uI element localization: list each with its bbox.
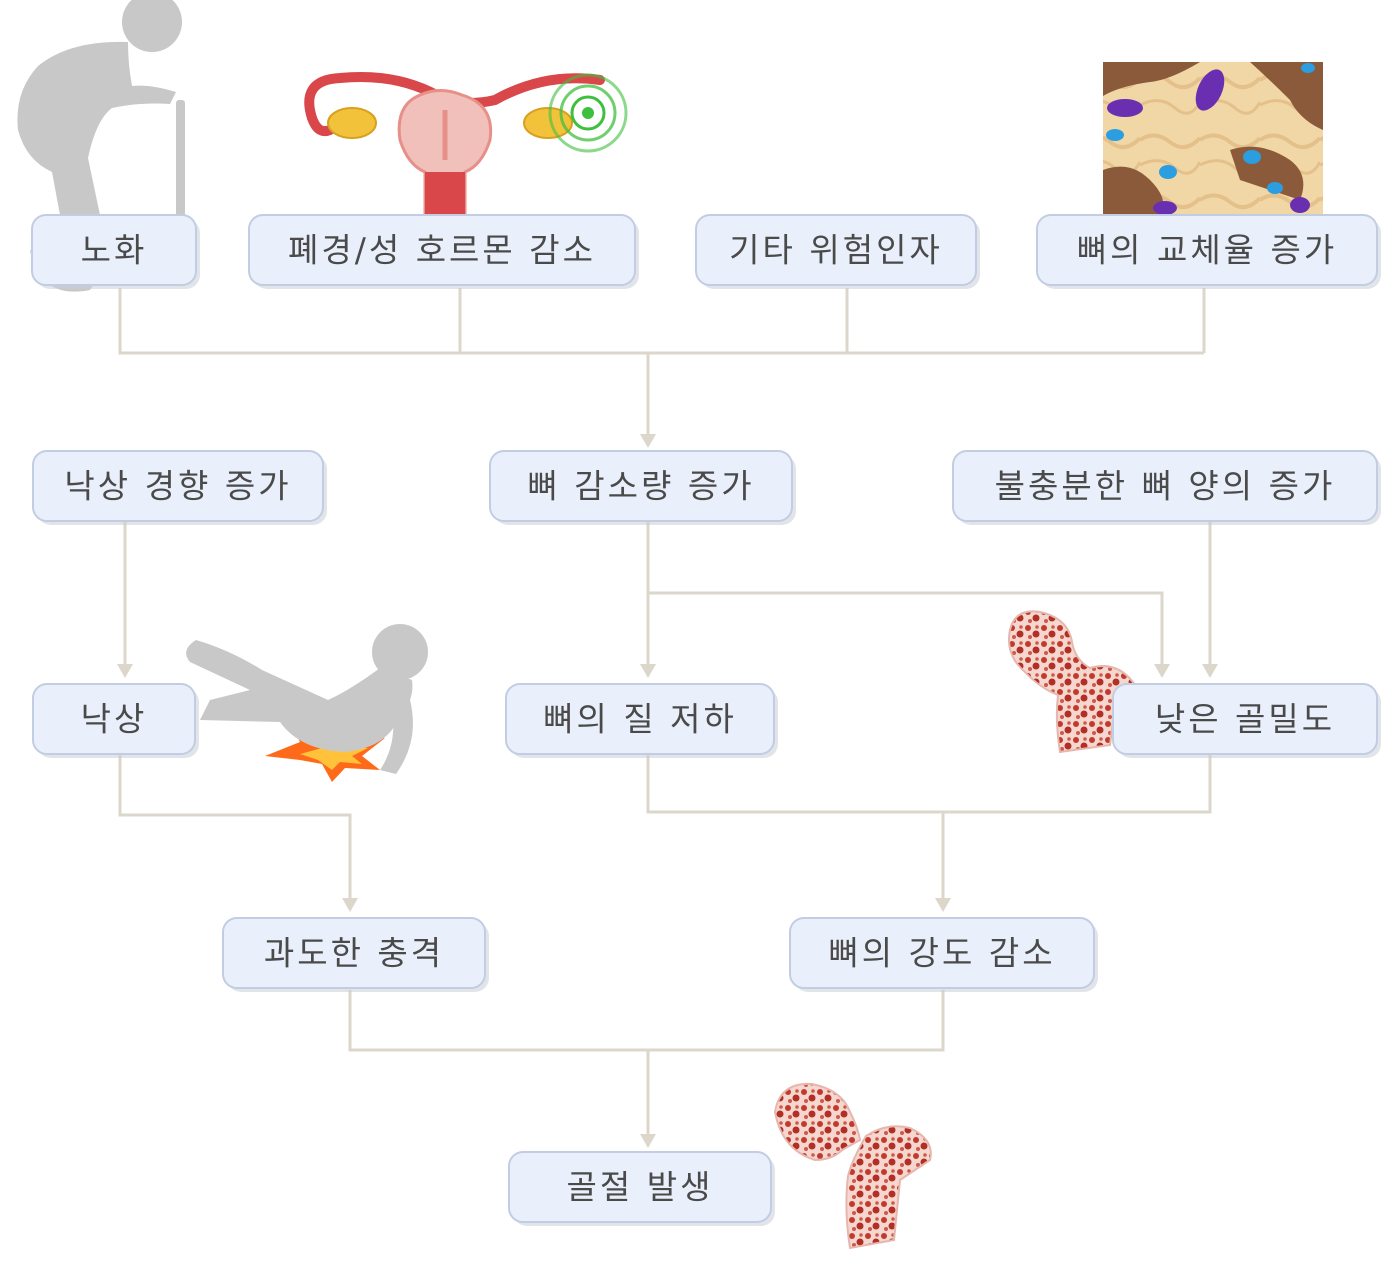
node-low-density-label: 낮은 골밀도 <box>1155 700 1335 739</box>
node-aging: 노화 <box>31 214 200 289</box>
node-fall-tendency-label: 낙상 경향 증가 <box>64 467 291 506</box>
bone-tissue-icon <box>1103 62 1323 215</box>
uterus-icon <box>304 71 628 217</box>
node-excess-impact: 과도한 충격 <box>222 917 489 992</box>
node-menopause: 폐경/성 호르몬 감소 <box>248 214 639 289</box>
node-bone-quality-label: 뼈의 질 저하 <box>543 700 737 739</box>
node-bone-strength-label: 뼈의 강도 감소 <box>828 934 1055 973</box>
node-fracture-label: 골절 발생 <box>567 1168 714 1207</box>
node-bone-turnover: 뼈의 교체율 증가 <box>1036 214 1381 289</box>
falling-person-icon <box>186 624 428 782</box>
node-bone-loss: 뼈 감소량 증가 <box>489 450 796 525</box>
node-menopause-label: 폐경/성 호르몬 감소 <box>288 231 596 270</box>
node-bone-quality: 뼈의 질 저하 <box>505 683 778 758</box>
node-fall-tendency: 낙상 경향 증가 <box>32 450 327 525</box>
node-other-risk-label: 기타 위험인자 <box>729 231 943 270</box>
femur-bone-icon <box>1008 610 1137 754</box>
connectors <box>117 288 1218 1148</box>
node-excess-impact-label: 과도한 충격 <box>264 934 444 973</box>
node-bone-turnover-label: 뼈의 교체율 증가 <box>1077 231 1338 270</box>
node-fall: 낙상 <box>32 683 199 758</box>
node-bone-strength: 뼈의 강도 감소 <box>789 917 1098 992</box>
fractured-femur-icon <box>773 1082 932 1250</box>
node-insufficient-bone: 불충분한 뼈 양의 증가 <box>952 450 1381 525</box>
node-bone-loss-label: 뼈 감소량 증가 <box>527 467 754 506</box>
node-low-density: 낮은 골밀도 <box>1112 683 1381 758</box>
node-fracture: 골절 발생 <box>508 1151 775 1226</box>
node-other-risk: 기타 위험인자 <box>695 214 980 289</box>
node-insufficient-bone-label: 불충분한 뼈 양의 증가 <box>995 467 1336 506</box>
node-aging-label: 노화 <box>81 231 148 270</box>
node-fall-label: 낙상 <box>81 700 148 739</box>
